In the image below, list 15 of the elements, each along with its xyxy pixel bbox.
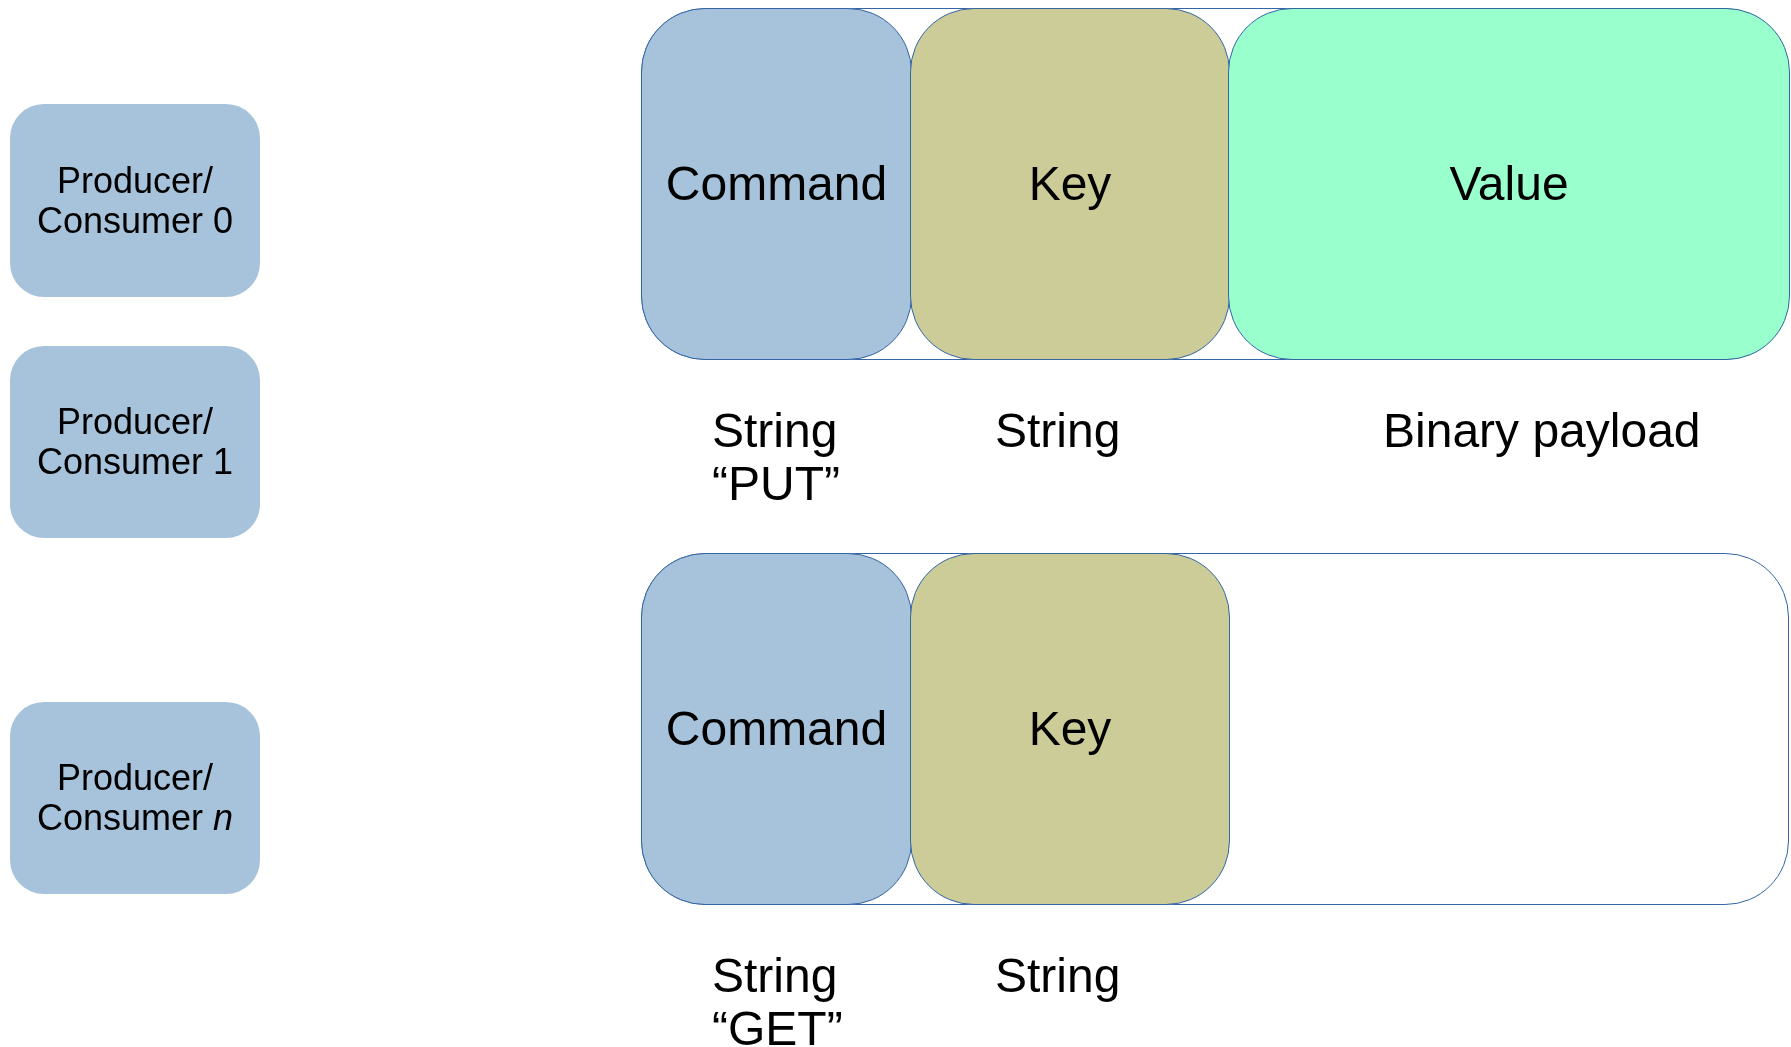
field-type-label: String (995, 405, 1122, 458)
message-frame (641, 553, 1789, 905)
field-box: Key (910, 553, 1230, 905)
field-type-label: String “PUT” (712, 405, 841, 511)
field-box: Key (910, 8, 1230, 360)
field-type-label: String (995, 950, 1122, 1003)
field-box: Value (1228, 8, 1790, 360)
field-type-label: String “GET” (712, 950, 844, 1047)
field-box: Command (641, 553, 912, 905)
process-box: Producer/ Consumer 1 (10, 346, 260, 538)
process-box: Producer/ Consumer n (10, 702, 260, 894)
field-type-label: Binary payload (1383, 405, 1702, 458)
message-frame (641, 8, 1789, 360)
process-box: Producer/ Consumer 0 (10, 104, 260, 297)
field-box: Command (641, 8, 912, 360)
